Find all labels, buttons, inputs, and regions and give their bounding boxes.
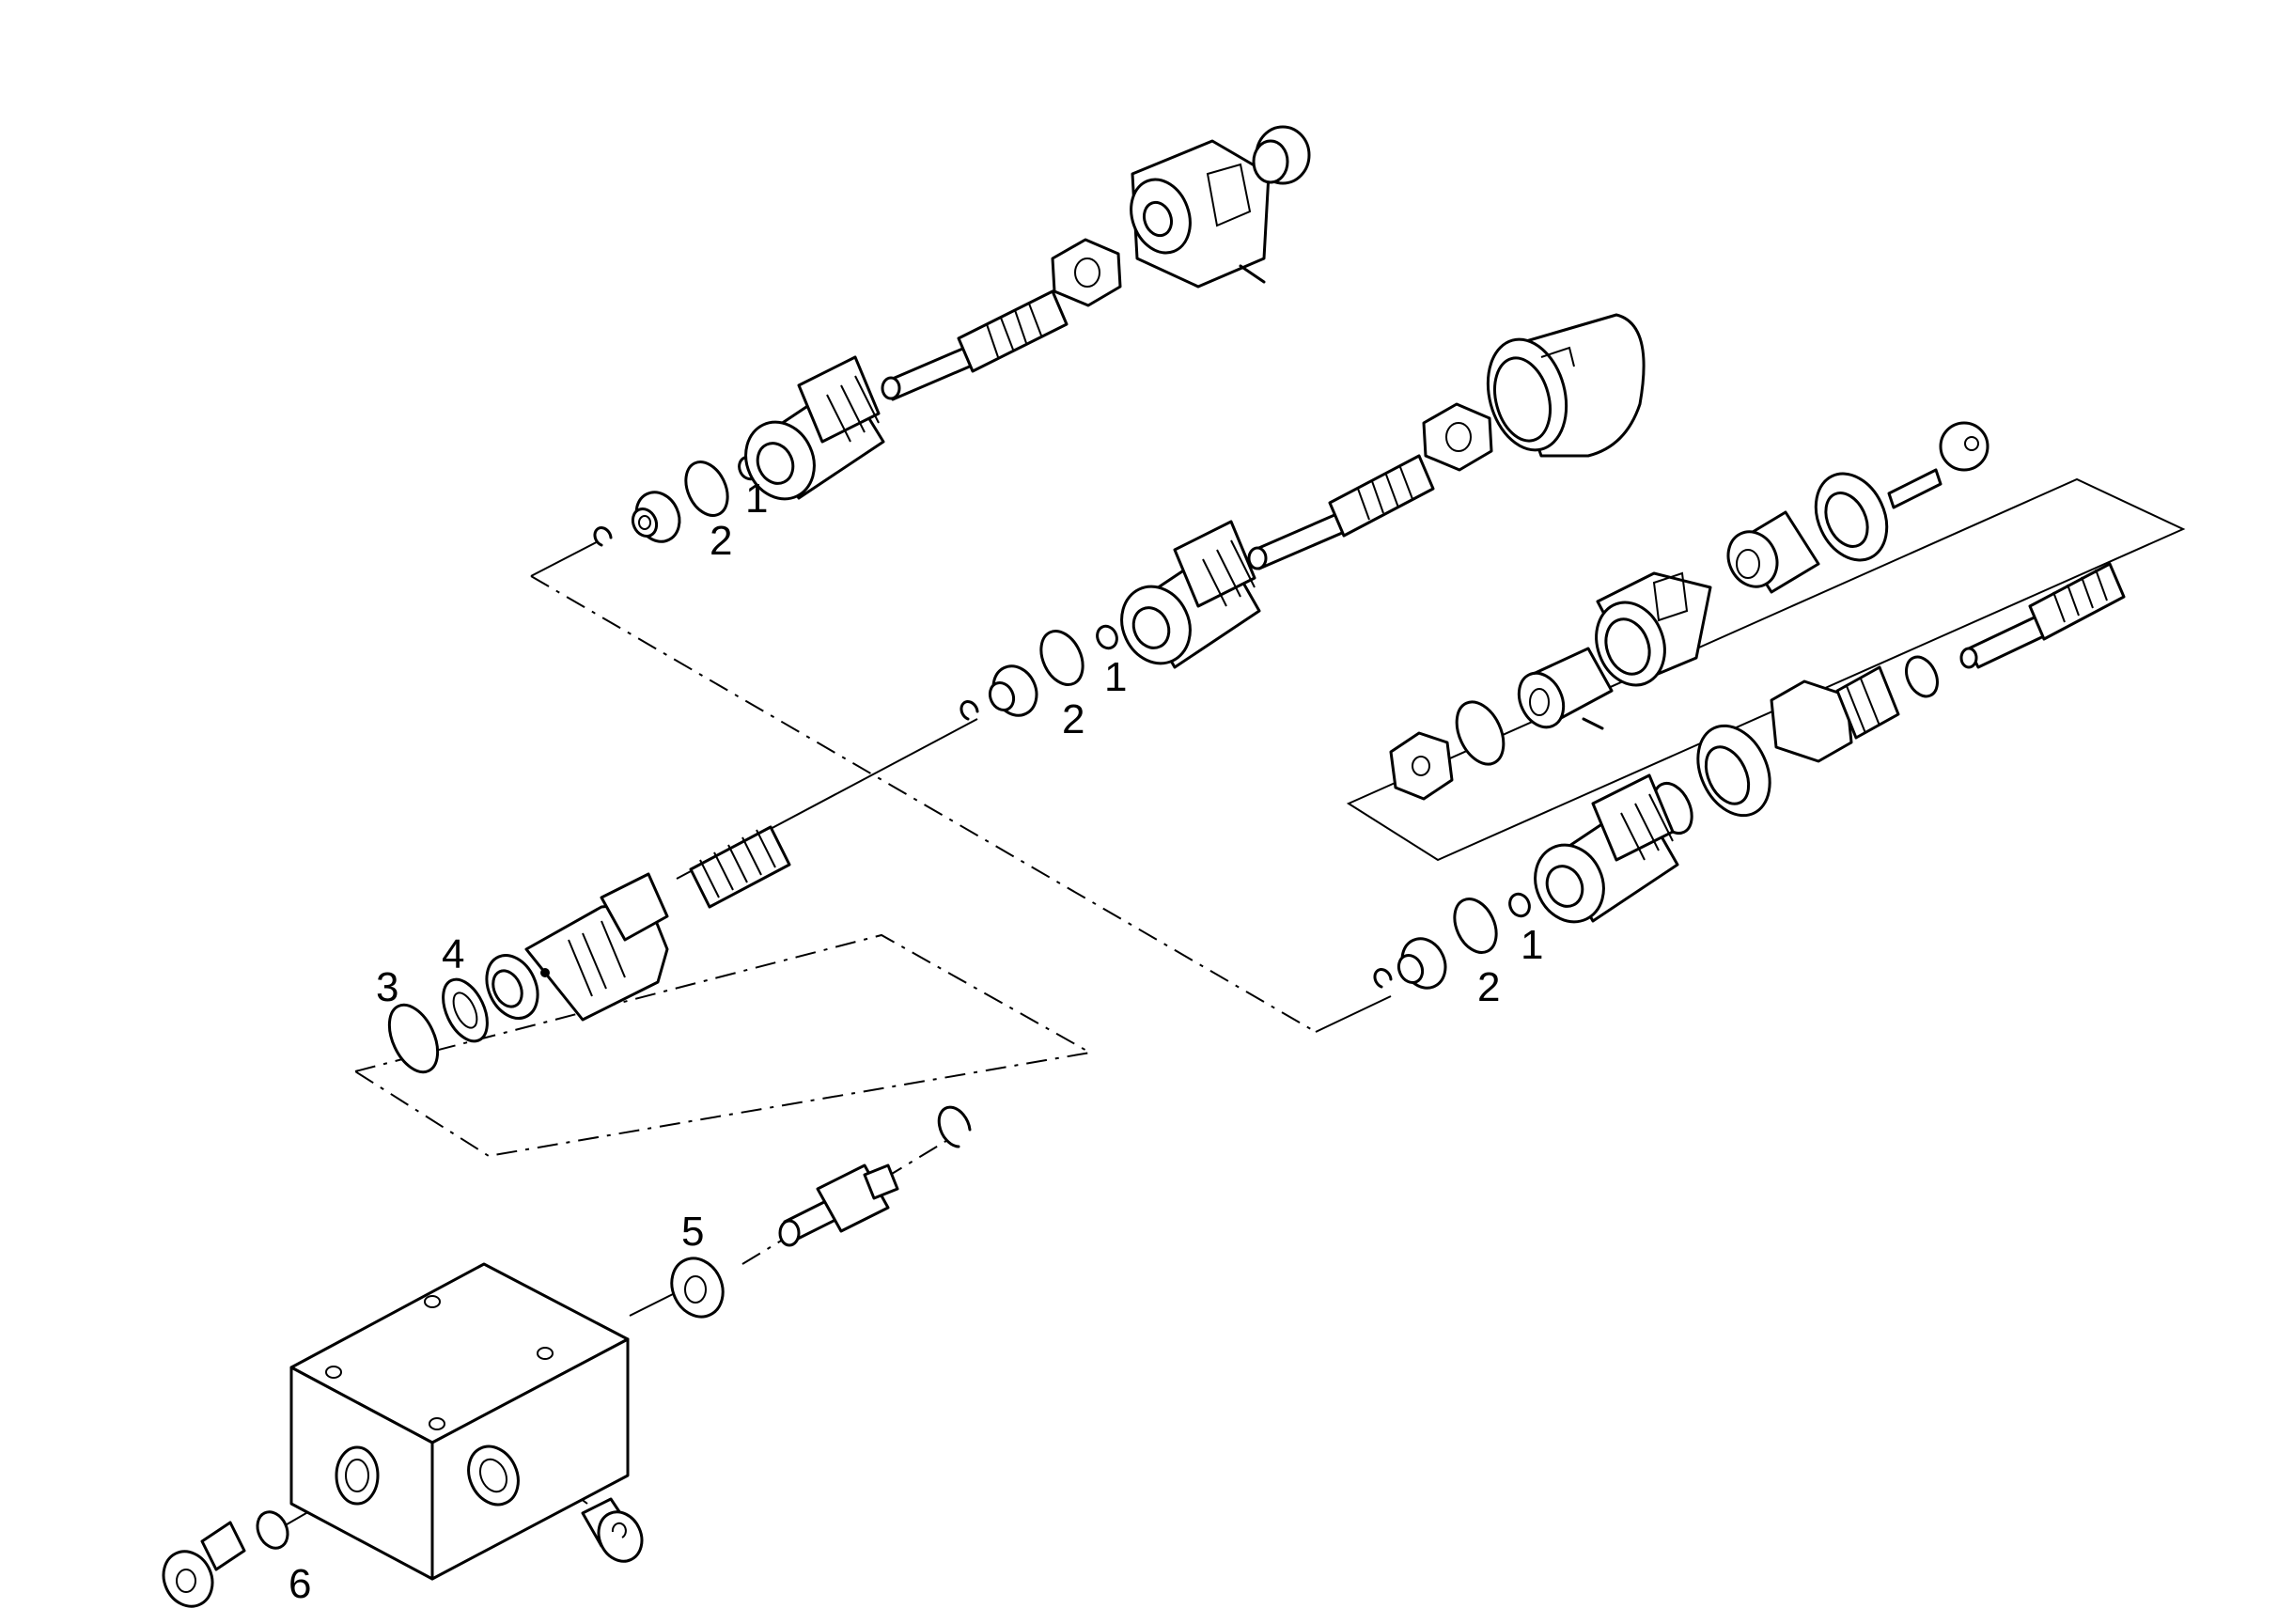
callout-1-middle: 1 xyxy=(1104,654,1127,700)
cartridge-icon xyxy=(485,872,669,1022)
key-icon xyxy=(1887,421,1989,509)
center-cartridge-assembly xyxy=(387,825,791,1074)
plug-left-icon xyxy=(162,1521,246,1608)
sleeve-icon xyxy=(1696,724,1771,818)
cartridge-body-icon xyxy=(744,355,885,501)
callout-1-top: 1 xyxy=(745,476,768,522)
callout-4: 4 xyxy=(442,931,464,977)
middle-valve-assembly xyxy=(960,313,1646,721)
snap-ring-icon xyxy=(1373,968,1393,989)
lock-ring-icon xyxy=(1814,472,1889,562)
circlip-icon xyxy=(937,1105,972,1148)
stem-icon xyxy=(1247,454,1435,570)
snap-ring-icon xyxy=(593,526,613,547)
valve-seat-icon xyxy=(1396,937,1447,990)
cartridge-body-icon xyxy=(1534,773,1679,924)
callout-2-top: 2 xyxy=(710,518,732,564)
cap-icon xyxy=(1252,125,1311,185)
washer-5-icon xyxy=(670,1257,725,1319)
washer-6-icon xyxy=(256,1510,289,1550)
check-valve-assembly xyxy=(670,1105,972,1319)
stem-icon xyxy=(881,289,1069,401)
knob-icon xyxy=(1130,139,1271,289)
ring-3-icon xyxy=(387,1003,440,1074)
callout-6: 6 xyxy=(289,1561,311,1607)
valve-seat-icon xyxy=(988,664,1038,717)
callout-3: 3 xyxy=(376,964,398,1010)
callout-2-middle: 2 xyxy=(1062,696,1084,742)
o-ring-icon xyxy=(1905,655,1939,698)
nut-icon xyxy=(1051,238,1122,307)
washer-icon xyxy=(1389,731,1454,801)
valve-block-icon xyxy=(289,1262,630,1581)
o-ring-icon xyxy=(684,461,729,517)
cartridge-body-icon xyxy=(1120,520,1261,669)
valve-seat-icon xyxy=(631,491,681,543)
o-ring-small-icon xyxy=(1508,892,1531,918)
spring-icon xyxy=(689,825,791,909)
lower-right-valve-assembly xyxy=(1373,773,1679,990)
plug-right-icon xyxy=(581,1497,644,1563)
adapter-icon xyxy=(1517,647,1614,729)
o-ring-icon xyxy=(1039,630,1084,686)
cap-icon xyxy=(1486,313,1646,458)
o-ring-small-icon xyxy=(1096,624,1118,650)
callout-1-lower: 1 xyxy=(1521,922,1543,968)
hex-body-icon xyxy=(1770,665,1900,763)
o-ring-icon xyxy=(1455,700,1506,766)
o-ring-icon xyxy=(1453,898,1498,954)
stem-icon xyxy=(1959,562,2126,669)
poppet-icon xyxy=(778,1163,899,1247)
collar-icon xyxy=(1726,510,1820,594)
callout-2-lower: 2 xyxy=(1477,964,1500,1010)
dial-knob-icon xyxy=(1582,571,1712,730)
nut-icon xyxy=(1422,402,1493,472)
right-valve-assembly xyxy=(1389,421,2126,835)
top-valve-assembly xyxy=(593,125,1311,547)
callout-5: 5 xyxy=(681,1209,704,1255)
snap-ring-icon xyxy=(960,700,979,721)
